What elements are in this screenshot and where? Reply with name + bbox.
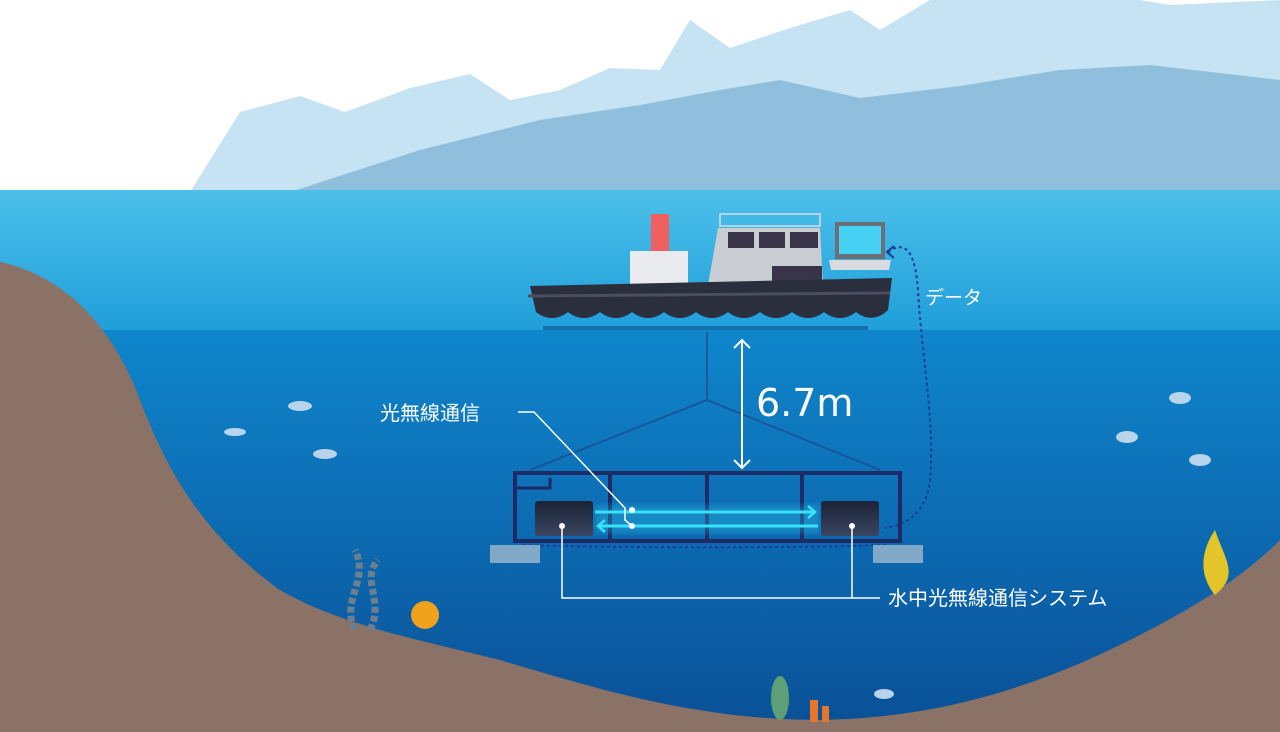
- optical-beams: [595, 505, 820, 533]
- laptop-icon: [829, 222, 891, 270]
- data-label: データ: [925, 287, 982, 309]
- ship: [527, 213, 892, 330]
- distance-arrow: [733, 338, 751, 470]
- optical-link-label: 光無線通信: [380, 401, 480, 425]
- fish-icon: [1116, 431, 1138, 443]
- fish-icon: [288, 401, 312, 411]
- fish-group: [224, 392, 1211, 699]
- leader-lines: [518, 411, 880, 599]
- fish-icon: [224, 428, 246, 436]
- ship-hull: [530, 278, 892, 318]
- seabed: [0, 262, 1280, 732]
- fish-icon: [874, 689, 894, 699]
- ship-cabin-rear: [630, 251, 688, 286]
- near-mountains: [290, 65, 1280, 192]
- distance-label: 6.7m: [756, 381, 853, 425]
- arrow-head-icon: [885, 245, 895, 259]
- transceiver-right: [821, 501, 879, 536]
- ship-funnel: [651, 214, 669, 252]
- ship-railing: [719, 213, 821, 227]
- transceiver-left: [535, 501, 593, 536]
- fish-icon: [1189, 454, 1211, 466]
- fish-icon: [1169, 392, 1191, 404]
- fish-icon: [313, 449, 337, 459]
- seaweed-group: [347, 530, 1229, 722]
- system-label: 水中光無線通信システム: [888, 586, 1107, 610]
- support-rigging: [529, 332, 881, 471]
- underwater-frame: [490, 471, 923, 563]
